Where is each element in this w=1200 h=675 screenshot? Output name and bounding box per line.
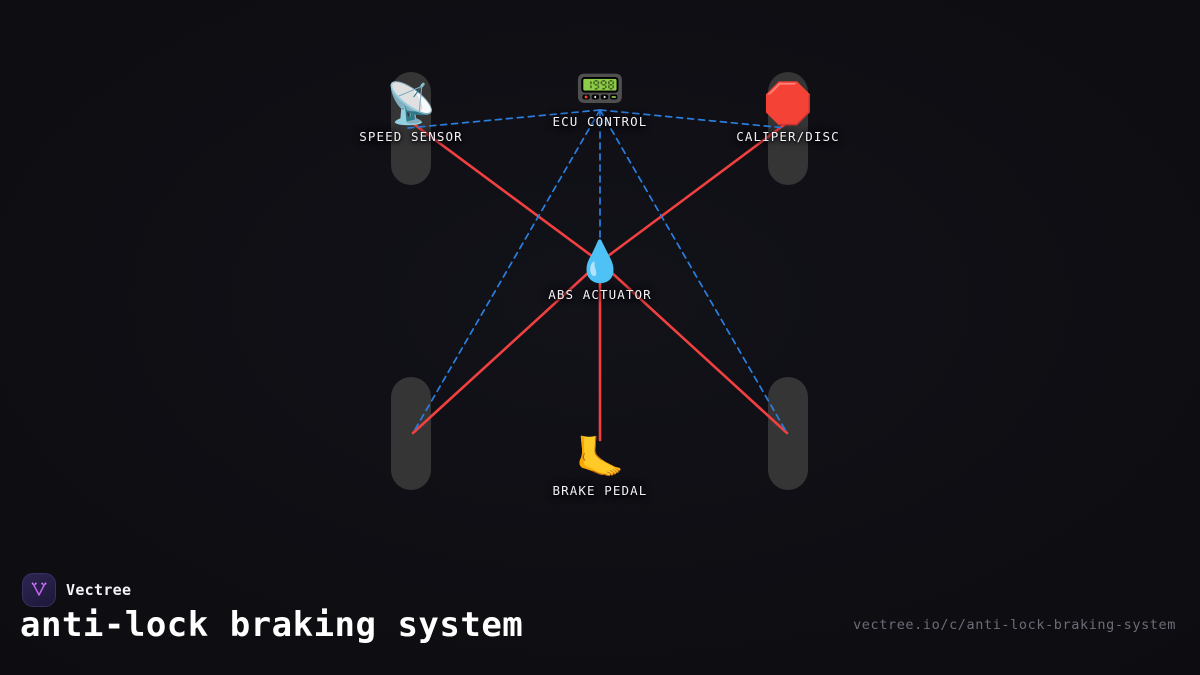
diagram-canvas[interactable]: 📡 SPEED SENSOR 📟 ECU CONTROL 🛑 CALIPER/DISC 💧 A… bbox=[0, 0, 1200, 560]
node-label-caliper-disc: CALIPER/DISC bbox=[736, 129, 840, 144]
node-abs-actuator[interactable]: 💧 ABS ACTUATOR bbox=[505, 239, 695, 302]
node-label-abs-actuator: ABS ACTUATOR bbox=[548, 287, 652, 302]
node-label-ecu-control: ECU CONTROL bbox=[552, 114, 648, 129]
node-brake-pedal[interactable]: 🦶 BRAKE PEDAL bbox=[505, 435, 695, 498]
page-title: anti-lock braking system bbox=[20, 605, 524, 645]
vectree-logo-icon bbox=[22, 573, 56, 607]
footer-bar: Vectree anti-lock braking system vectree… bbox=[0, 555, 1200, 675]
brand-name: Vectree bbox=[66, 581, 132, 599]
node-label-brake-pedal: BRAKE PEDAL bbox=[552, 483, 648, 498]
foot-icon: 🦶 bbox=[575, 435, 625, 481]
node-speed-sensor[interactable]: 📡 SPEED SENSOR bbox=[316, 81, 506, 144]
satellite-dish-icon: 📡 bbox=[386, 81, 436, 127]
tire-rear-left bbox=[391, 377, 431, 490]
node-label-speed-sensor: SPEED SENSOR bbox=[359, 129, 463, 144]
brand-row[interactable]: Vectree bbox=[22, 573, 131, 607]
node-caliper-disc[interactable]: 🛑 CALIPER/DISC bbox=[693, 81, 883, 144]
vectree-v-mark-icon bbox=[31, 582, 47, 596]
pager-icon: 📟 bbox=[575, 66, 625, 112]
droplet-icon: 💧 bbox=[575, 239, 625, 285]
tire-rear-right bbox=[768, 377, 808, 490]
page-url: vectree.io/c/anti-lock-braking-system bbox=[853, 617, 1176, 633]
stop-sign-icon: 🛑 bbox=[763, 81, 813, 127]
node-ecu-control[interactable]: 📟 ECU CONTROL bbox=[505, 66, 695, 129]
